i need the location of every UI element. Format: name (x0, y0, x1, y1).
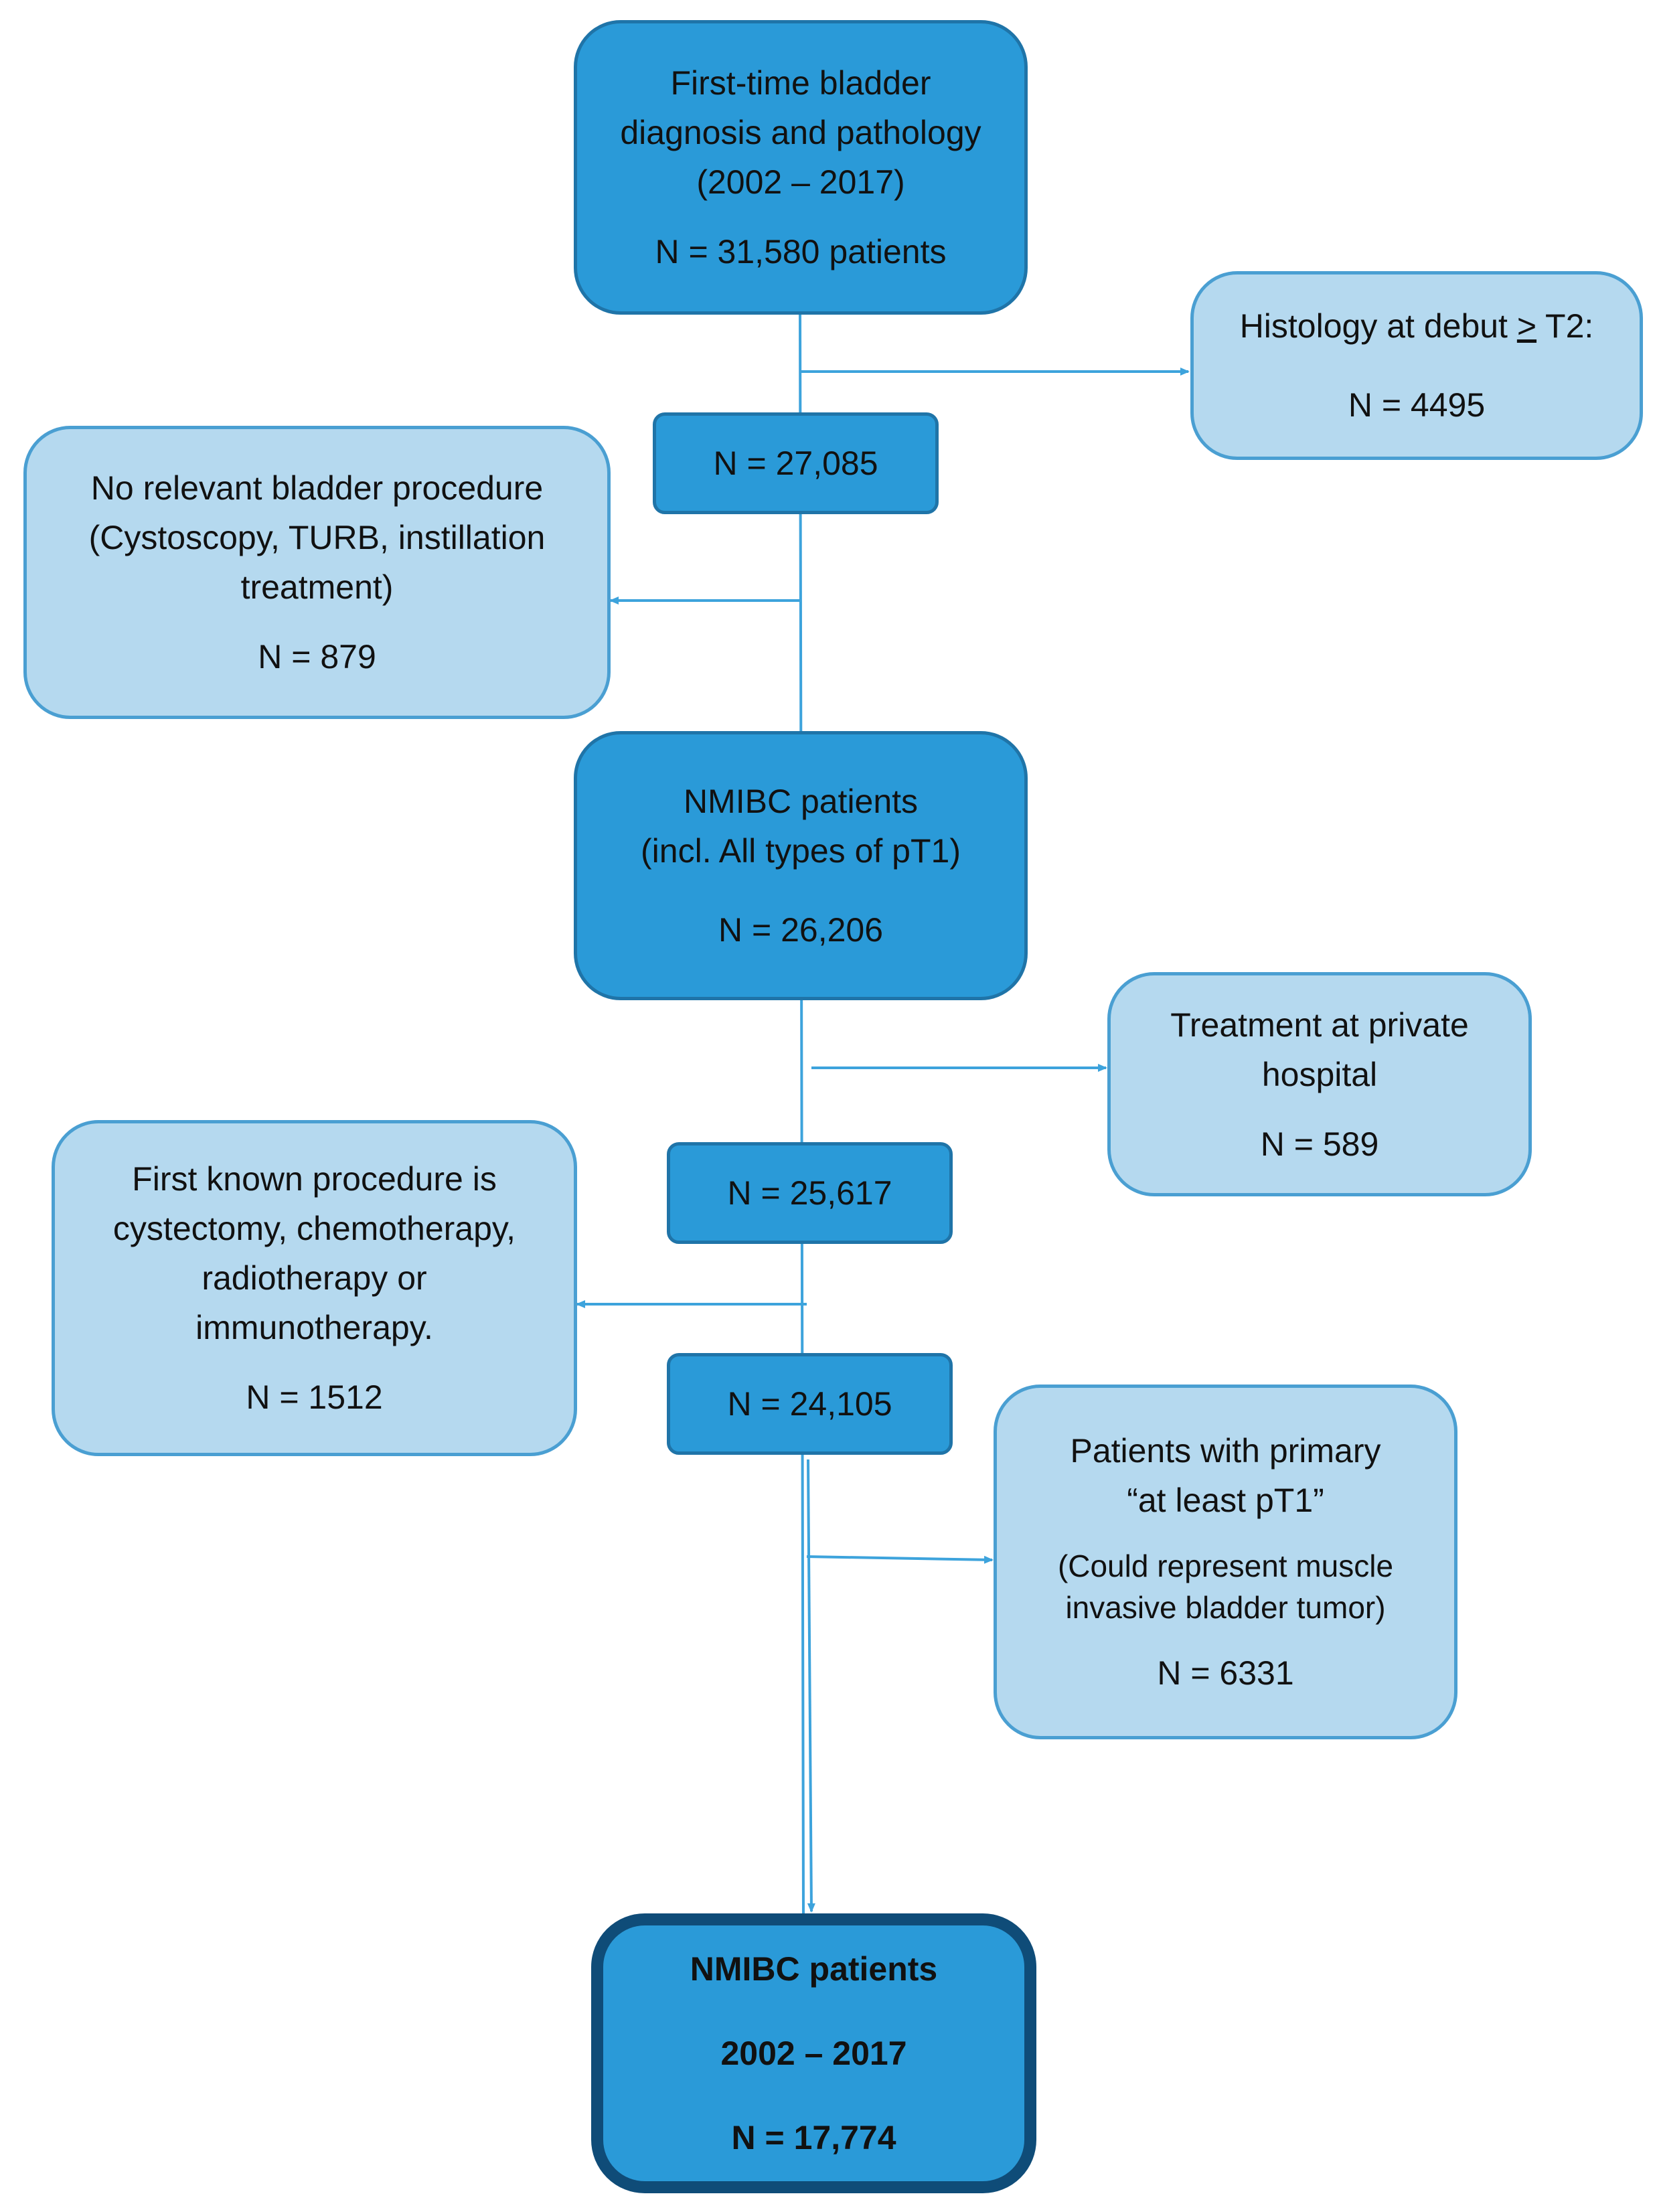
count-box-2: N = 25,617 (667, 1142, 953, 1244)
private-hospital-exclusion-box: Treatment at private hospital N = 589 (1107, 972, 1532, 1196)
nmibc-line-2: (incl. All types of pT1) (641, 832, 961, 870)
pt1-count: N = 6331 (1157, 1654, 1294, 1692)
histology-exclusion-box: Histology at debut > T2: N = 4495 (1190, 271, 1643, 460)
final-nmibc-box: NMIBC patients 2002 – 2017 N = 17,774 (591, 1913, 1036, 2193)
start-line-3: (2002 – 2017) (696, 163, 905, 201)
ge-symbol: > (1516, 307, 1537, 345)
first-procedure-line-3: radiotherapy or (202, 1259, 427, 1297)
trunk-line (799, 314, 805, 1915)
arrow-to-final (807, 1459, 815, 1913)
pt1-line-1: Patients with primary (1070, 1432, 1381, 1470)
histology-count: N = 4495 (1348, 386, 1486, 424)
first-procedure-exclusion-box: First known procedure is cystectomy, che… (52, 1120, 577, 1456)
first-procedure-count: N = 1512 (246, 1378, 383, 1416)
no-procedure-exclusion-box: No relevant bladder procedure (Cystoscop… (23, 426, 611, 719)
histology-label: Histology at debut > T2: (1239, 307, 1594, 345)
first-procedure-line-4: immunotherapy. (195, 1309, 433, 1346)
private-line-1: Treatment at private (1170, 1006, 1469, 1044)
final-count: N = 17,774 (731, 2119, 896, 2156)
count-box-1-text: N = 27,085 (713, 445, 878, 482)
pt1-note-2: invasive bladder tumor) (1065, 1590, 1386, 1625)
nmibc-count: N = 26,206 (718, 911, 884, 949)
count-box-3-text: N = 24,105 (727, 1385, 892, 1423)
start-box: First-time bladder diagnosis and patholo… (574, 20, 1028, 315)
first-procedure-line-2: cystectomy, chemotherapy, (112, 1210, 516, 1247)
count-box-1: N = 27,085 (653, 412, 939, 514)
private-line-2: hospital (1261, 1055, 1378, 1093)
pt1-line-2: “at least pT1” (1127, 1482, 1324, 1519)
final-period: 2002 – 2017 (720, 2035, 907, 2072)
no-procedure-line-3: treatment) (240, 568, 394, 606)
final-title: NMIBC patients (690, 1950, 938, 1988)
start-count: N = 31,580 patients (655, 233, 947, 270)
count-box-2-text: N = 25,617 (727, 1174, 892, 1212)
no-procedure-count: N = 879 (258, 638, 376, 676)
pt1-exclusion-box: Patients with primary “at least pT1” (Co… (994, 1385, 1457, 1739)
nmibc-line-1: NMIBC patients (683, 783, 919, 820)
no-procedure-line-1: No relevant bladder procedure (90, 469, 544, 507)
start-line-1: First-time bladder (670, 64, 931, 102)
pt1-note-1: (Could represent muscle (1057, 1549, 1394, 1583)
private-count: N = 589 (1260, 1125, 1379, 1163)
first-procedure-line-1: First known procedure is (132, 1160, 497, 1198)
no-procedure-line-2: (Cystoscopy, TURB, instillation (88, 519, 546, 556)
nmibc-box: NMIBC patients (incl. All types of pT1) … (574, 731, 1028, 1000)
count-box-3: N = 24,105 (667, 1353, 953, 1455)
arrow-to-pt1 (806, 1555, 994, 1564)
start-line-2: diagnosis and pathology (620, 114, 981, 151)
